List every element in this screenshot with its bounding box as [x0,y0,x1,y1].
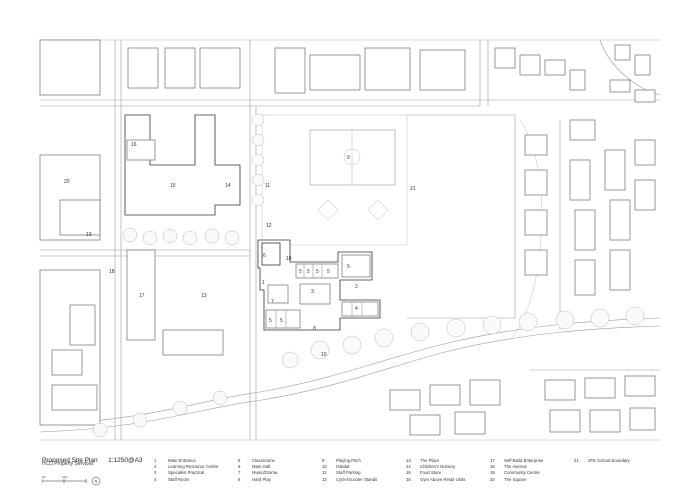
map-label: 5 [307,269,310,275]
map-label: 3 [311,289,314,295]
map-label: 20 [64,179,70,185]
map-label: 12 [266,223,272,229]
map-label: 4 [355,306,358,312]
map-labels: 16 15 14 20 19 18 17 13 11 9 21 12 6 5 5… [64,142,416,358]
map-label: 10 [286,256,292,262]
map-label: 7 [271,299,274,305]
map-label: 16 [131,142,137,148]
map-label: 6 [263,253,266,259]
scale-start-label: 0m [42,475,47,479]
north-arrow-icon [91,476,101,486]
map-label: 21 [410,186,416,192]
map-label: 18 [109,269,115,275]
map-frame [40,39,660,441]
plan-scale: 1:1250@A3 [108,457,143,464]
map-label: 5 [269,318,272,324]
title-block: Proposed Site Plan 1:1250@A3 [42,449,143,467]
map-label: 15 [170,183,176,189]
school-building [257,239,381,331]
buildings-north [127,44,656,103]
map-label: 5 [299,269,302,275]
scale-end-label: 10m [62,475,68,479]
map-label: 9 [347,155,350,161]
map-label: 19 [86,232,92,238]
map-label: 5 [347,264,350,270]
map-label: 10 [321,352,327,358]
map-label: 5 [327,269,330,275]
map-label: 2 [355,284,358,290]
map-label: 5 [316,269,319,275]
buildings-west [39,39,241,426]
map-label: 14 [225,183,231,189]
map-label: 1 [262,280,265,286]
map-label: 13 [201,293,207,299]
plan-title: Proposed Site Plan [42,457,98,464]
map-label: 8 [313,326,316,332]
plan-subtitle: HCC Property Services [42,461,94,467]
north-label: N [95,479,98,484]
scale-bar: 0m 10m N [42,475,101,486]
buildings-east [389,119,656,436]
school-site [261,114,516,319]
map-label: 17 [139,293,145,299]
map-label: 11 [265,183,270,189]
map-label: 5 [280,318,283,324]
trees [92,113,645,438]
